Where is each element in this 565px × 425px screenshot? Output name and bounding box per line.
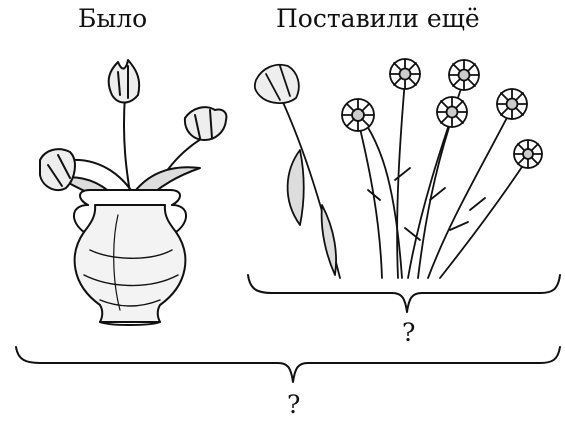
- daisy-flower-icon: [437, 97, 467, 127]
- question-total: ?: [287, 390, 300, 419]
- daisy-flower-icon: [390, 59, 420, 89]
- brace-total: [16, 347, 560, 382]
- daisy-flower-icon: [342, 99, 374, 131]
- bouquet-tulip-and-daisies-icon: [255, 59, 542, 278]
- vase-with-three-tulips-icon: [40, 60, 226, 325]
- question-added: ?: [402, 318, 415, 347]
- daisy-flower-icon: [449, 60, 479, 90]
- brace-added: [248, 275, 560, 312]
- daisy-flower-icon: [497, 89, 527, 119]
- daisy-flower-icon: [514, 140, 542, 168]
